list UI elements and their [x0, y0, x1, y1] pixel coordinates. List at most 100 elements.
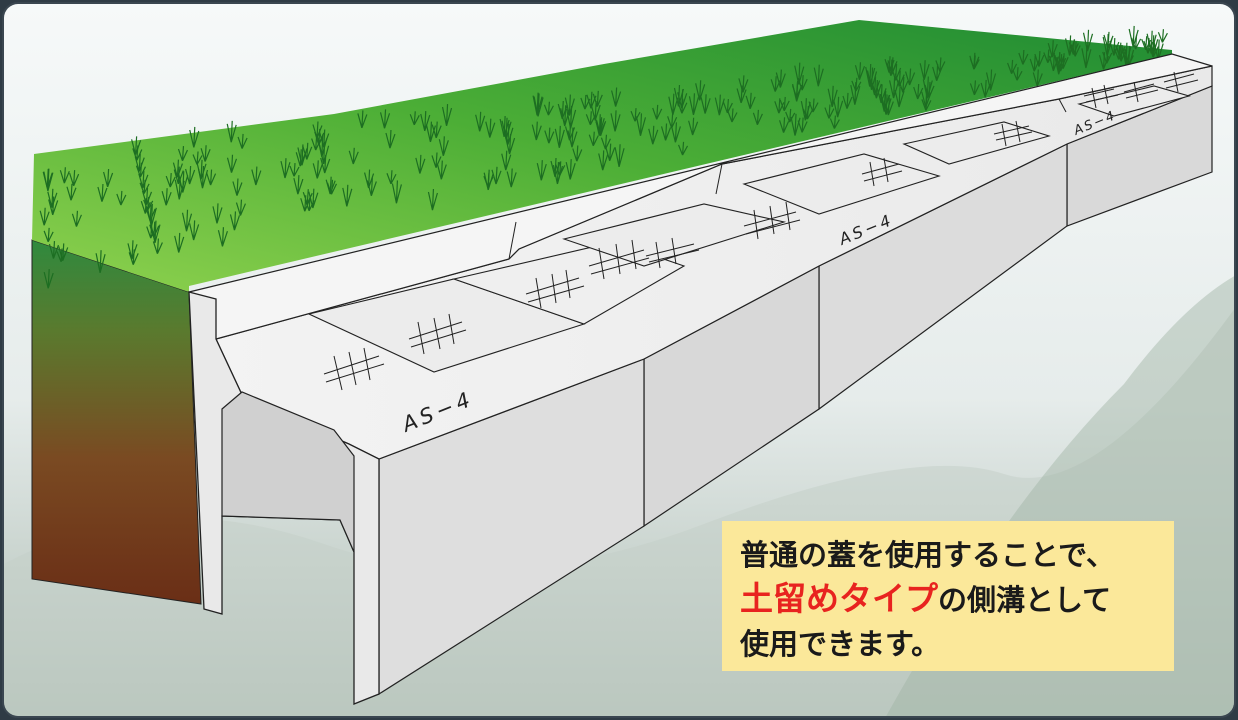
- grass-tuft: [648, 125, 659, 145]
- grass-tuft: [1146, 30, 1157, 54]
- grass-tuft: [722, 99, 733, 114]
- grass-tuft: [630, 108, 641, 122]
- grass-tuft: [189, 220, 200, 241]
- grass-tuft: [441, 104, 453, 127]
- grass-tuft: [174, 232, 185, 253]
- grass-tuft: [898, 77, 909, 93]
- grass-tuft: [475, 111, 486, 132]
- grass-tuft: [161, 188, 172, 206]
- grass-tuft: [506, 168, 517, 188]
- grass-tuft: [503, 123, 514, 145]
- grass-tuft: [1012, 67, 1023, 81]
- grass-tuft: [1115, 42, 1126, 58]
- grass-tuft: [427, 188, 439, 211]
- grass-tuft: [56, 248, 67, 263]
- grass-tuft: [237, 133, 248, 149]
- grass-tuft: [103, 168, 114, 188]
- grass-tuft: [833, 96, 844, 118]
- grass-tuft: [611, 87, 622, 107]
- grass-tuft: [881, 94, 892, 115]
- grass-tuft: [792, 80, 803, 102]
- grass-tuft: [483, 169, 494, 191]
- grass-tuft: [635, 113, 647, 136]
- grass-tuft: [128, 249, 139, 265]
- grate-marks: [323, 71, 1199, 391]
- grass-tuft: [43, 227, 54, 243]
- grass-tuft: [71, 210, 82, 227]
- grass-tuft: [827, 85, 838, 108]
- grass-tuft: [385, 129, 396, 149]
- lid-5: [902, 121, 1051, 165]
- grass-tuft: [293, 175, 304, 195]
- grass-tuft: [752, 109, 763, 126]
- grass-tuft: [308, 188, 319, 209]
- grass-tuft: [189, 126, 200, 148]
- grass-tuft: [1064, 35, 1076, 56]
- grass-tuft: [1157, 29, 1168, 43]
- callout-box: 普通の蓋を使用することで、 土留めタイプの側溝として 使用できます。: [722, 521, 1174, 671]
- callout-line-1: 普通の蓋を使用することで、: [740, 538, 1115, 572]
- grass-tuft: [363, 169, 375, 189]
- grass-tuft: [889, 77, 900, 99]
- grass-tuft: [491, 166, 502, 185]
- grass-tuft: [596, 117, 607, 136]
- grass-tuft: [778, 117, 790, 133]
- grass-tufts: [39, 25, 1168, 289]
- grass-tuft: [670, 122, 681, 143]
- grass-tuft: [289, 162, 300, 177]
- grass-tuft: [48, 196, 59, 216]
- grass-tuft: [200, 145, 211, 162]
- grass-tuft: [894, 87, 905, 108]
- grass-tuft: [745, 92, 756, 110]
- grass-tuft: [1058, 53, 1069, 69]
- grass-tuft: [300, 195, 311, 212]
- grass-tuft: [1047, 40, 1058, 58]
- grass-tuft: [610, 110, 621, 132]
- grass-tuft: [774, 98, 785, 114]
- grass-tuft: [391, 180, 402, 204]
- grass-tuft: [824, 104, 835, 119]
- grass-tuft: [205, 169, 217, 186]
- grass-tuft: [178, 171, 189, 193]
- grass-tuft: [736, 85, 747, 104]
- grass-tuft: [560, 105, 571, 127]
- grass-tuft: [357, 110, 368, 129]
- grass-tuft: [854, 62, 866, 80]
- grass-tuft: [185, 165, 196, 185]
- grass-tuft: [851, 77, 862, 92]
- grass-tuft: [585, 111, 596, 126]
- grass-tuft: [580, 94, 591, 110]
- grass-tuft: [677, 141, 689, 156]
- grass-tuft: [850, 82, 861, 105]
- grass-tuft: [152, 238, 163, 254]
- grass-tuft: [660, 123, 672, 141]
- grass-tuft: [714, 94, 725, 116]
- grass-tuft: [150, 220, 161, 244]
- grass-tuft: [1032, 69, 1043, 87]
- grass-tuft: [280, 158, 291, 179]
- grass-tuft: [302, 142, 313, 160]
- grass-tuft: [485, 118, 496, 138]
- grass-tuft: [935, 57, 946, 72]
- grass-tuft: [173, 166, 184, 185]
- grass-tuft: [555, 161, 566, 176]
- grass-tuft: [598, 150, 609, 171]
- grass-tuft: [566, 105, 577, 129]
- grass-tuft: [969, 80, 980, 96]
- grass-tuft: [797, 117, 808, 133]
- grass-tuft: [532, 92, 543, 116]
- grass-tuft: [501, 150, 512, 171]
- grass-tuft: [438, 136, 449, 157]
- grass-tuft: [436, 160, 447, 180]
- grass-tuft: [688, 93, 700, 116]
- grass-tuft: [1131, 34, 1142, 50]
- grass-tuft: [790, 113, 801, 136]
- grass-tuft: [386, 170, 397, 185]
- grass-tuft: [554, 125, 565, 148]
- grass-tuft: [543, 101, 554, 116]
- grass-tuft: [312, 160, 323, 179]
- grass-tuft: [116, 190, 127, 206]
- grass-tuft: [922, 76, 933, 99]
- grass-tuft: [1082, 29, 1094, 52]
- grass-tuft: [409, 111, 420, 126]
